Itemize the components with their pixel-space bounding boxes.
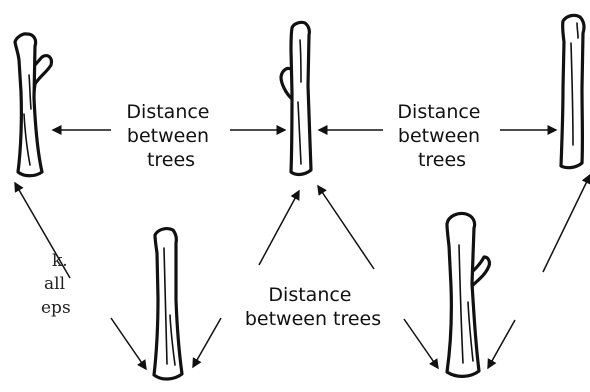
arrow-right-diagonal-to-top-right-tree xyxy=(542,173,590,273)
arrow-middle-left-to-top-middle-tree xyxy=(258,189,300,266)
distance-label-top-left-line-3: trees xyxy=(147,149,195,171)
distance-label-bottom-middle-line-1: Distance xyxy=(268,284,351,306)
tree-bottom-left-trunk xyxy=(152,227,184,381)
tree-bottom-right xyxy=(445,211,491,378)
clipped-side-text-line-1: k. xyxy=(52,251,68,271)
tree-bottom-left-bark xyxy=(163,247,176,366)
tree-top-left-trunk xyxy=(13,32,44,178)
arrow-left-diagonal-to-bottom-left-tree xyxy=(110,317,147,371)
distance-label-top-right: Distance between trees xyxy=(397,101,486,171)
tree-top-middle xyxy=(279,20,313,177)
arrow-middle-right-to-top-middle-tree xyxy=(317,184,375,270)
distance-label-top-left-line-2: between xyxy=(127,125,209,147)
tree-top-right xyxy=(559,13,586,170)
tree-top-right-bark xyxy=(570,22,579,146)
clipped-side-text-line-2: all xyxy=(44,274,65,294)
tree-bottom-left xyxy=(152,227,184,381)
distance-label-top-left: Distance between trees xyxy=(126,101,215,171)
arrow-middle-right-to-bottom-right-tree xyxy=(403,318,439,370)
distance-label-top-left-line-1: Distance xyxy=(126,101,209,123)
arrow-middle-left-to-bottom-left-tree xyxy=(192,317,222,369)
tree-top-middle-bark xyxy=(297,39,302,165)
distance-label-top-right-line-3: trees xyxy=(418,149,466,171)
tree-top-middle-trunk xyxy=(289,20,313,177)
tree-top-left xyxy=(13,32,54,178)
clipped-side-text: k. all eps xyxy=(41,251,73,318)
arrow-right-diagonal-to-bottom-right-tree xyxy=(487,319,516,370)
arrow-left-diagonal-to-top-left-tree xyxy=(14,181,71,279)
clipped-side-text-line-3: eps xyxy=(41,298,71,318)
distance-label-bottom-middle-line-2: between trees xyxy=(245,308,381,330)
distance-label-top-right-line-2: between xyxy=(398,125,480,147)
tree-bottom-right-bark xyxy=(458,244,474,364)
tree-top-left-bark xyxy=(23,74,32,166)
distance-label-bottom-middle: Distance between trees xyxy=(245,284,381,330)
distance-label-top-right-line-1: Distance xyxy=(397,101,480,123)
